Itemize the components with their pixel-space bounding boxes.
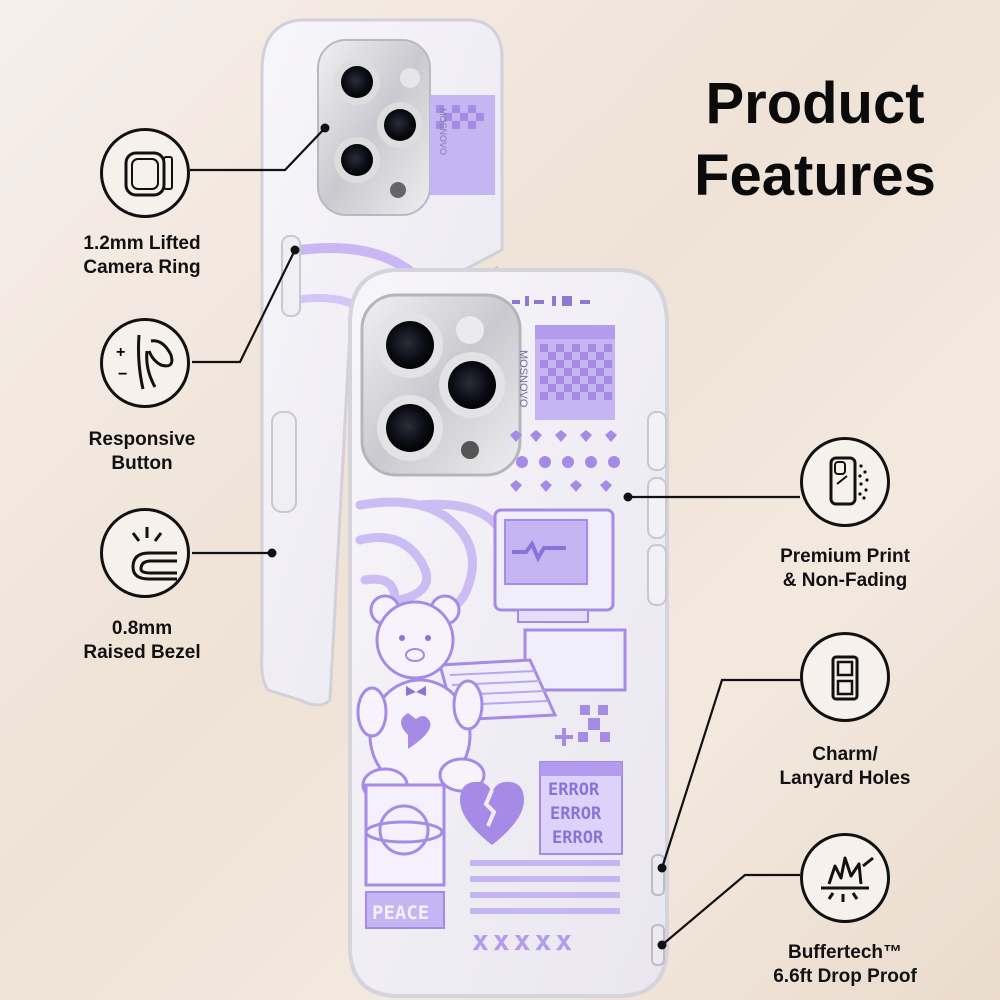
peace-poster: PEACE: [364, 783, 446, 929]
button-icon: +−: [100, 318, 190, 408]
feature-premium-print-label: Premium Print & Non-Fading: [752, 545, 938, 593]
peace-text: PEACE: [372, 902, 429, 924]
page-title: Product Features: [650, 68, 980, 212]
error-line-2: ERROR: [550, 804, 602, 824]
feature-drop-proof-label: Buffertech™ 6.6ft Drop Proof: [752, 941, 938, 989]
checker-pattern: [540, 344, 612, 400]
title-line-1: Product: [705, 71, 925, 136]
premium-print-line-1: Premium Print: [780, 546, 910, 567]
shield-impact-icon: [800, 833, 890, 923]
svg-text:+: +: [116, 344, 125, 361]
responsive-button-line-1: Responsive: [88, 429, 196, 450]
feature-lanyard-holes-label: Charm/ Lanyard Holes: [752, 743, 938, 791]
feature-responsive-button-label: Responsive Button: [52, 428, 232, 476]
feature-raised-bezel-label: 0.8mm Raised Bezel: [52, 617, 232, 665]
raised-bezel-line-2: Raised Bezel: [83, 642, 201, 663]
camera-ring-icon: [100, 128, 190, 218]
front-case-logo: MOSNOVO: [517, 350, 529, 408]
error-graphic: ERROR ERROR ERROR: [539, 761, 623, 855]
camera-ring-line-2: Camera Ring: [83, 257, 201, 278]
feature-camera-ring-label: 1.2mm Lifted Camera Ring: [52, 232, 232, 280]
error-line-1: ERROR: [548, 780, 600, 800]
pixel-marks: xxxxx: [472, 924, 576, 957]
responsive-button-line-2: Button: [111, 453, 173, 474]
front-phone-case: MOSNOVO: [348, 268, 669, 998]
bezel-icon: [100, 508, 190, 598]
computer-graphic: [438, 508, 627, 722]
title-line-2: Features: [694, 143, 936, 208]
lanyard-line-1: Charm/: [812, 744, 878, 765]
print-icon: [800, 437, 890, 527]
error-line-3: ERROR: [552, 828, 604, 848]
raised-bezel-line-1: 0.8mm: [111, 618, 173, 639]
back-phone-case: MOSNOVO: [260, 18, 504, 707]
camera-ring-line-1: 1.2mm Lifted: [83, 233, 201, 254]
back-case-logo: MOSNOVO: [438, 108, 448, 155]
lanyard-icon: [800, 632, 890, 722]
svg-text:−: −: [118, 366, 127, 383]
drop-proof-line-1: Buffertech™: [787, 942, 902, 963]
drop-proof-line-2: 6.6ft Drop Proof: [773, 966, 917, 987]
premium-print-line-2: & Non-Fading: [782, 570, 908, 591]
lanyard-line-2: Lanyard Holes: [779, 768, 911, 789]
